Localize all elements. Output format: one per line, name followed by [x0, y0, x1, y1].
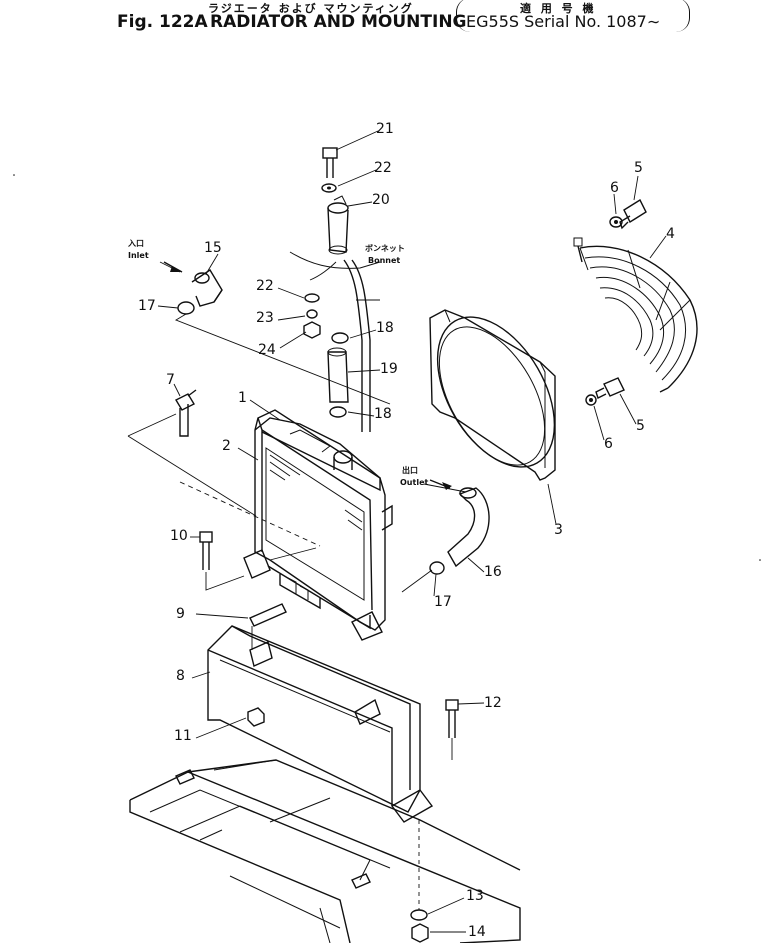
outlet-hose	[447, 487, 490, 568]
callout-7: 7	[166, 372, 175, 388]
callout-5: 5	[636, 418, 645, 434]
fan-shroud	[429, 309, 556, 481]
mounting-frame	[207, 625, 434, 823]
callout-12: 12	[484, 695, 502, 711]
callout-24: 24	[258, 342, 276, 358]
callout-21: 21	[376, 121, 394, 137]
figure-number: Fig. 122A	[117, 12, 208, 32]
fan-guard	[573, 237, 698, 393]
clamp-17-upper	[177, 301, 195, 315]
bonnet-label-en: Bonnet	[368, 256, 401, 265]
callout-22: 22	[374, 160, 392, 176]
outlet-label-jp: 出口	[402, 466, 418, 475]
bonnet-label-jp: ボンネット	[365, 244, 405, 253]
callout-16: 16	[484, 564, 502, 580]
serial-japanese: 適 用 号 機	[520, 2, 597, 15]
bolt-5-lower	[595, 377, 625, 399]
callout-10: 10	[170, 528, 188, 544]
base-frame	[129, 759, 521, 943]
nut-24	[303, 321, 321, 339]
bracket-9	[249, 603, 287, 627]
outlet-label-en: Outlet	[400, 478, 429, 487]
callout-13: 13	[466, 888, 484, 904]
callout-6: 6	[610, 180, 619, 196]
callout-4: 4	[666, 226, 675, 242]
callout-17: 17	[434, 594, 452, 610]
radiator-core	[243, 409, 393, 641]
callout-17: 17	[138, 298, 156, 314]
hose-19	[327, 351, 349, 403]
washer-6-lower	[585, 394, 597, 406]
bonnet-edge	[289, 251, 381, 269]
overflow-tube	[343, 259, 371, 432]
washer-23	[306, 309, 318, 319]
callout-6: 6	[604, 436, 613, 452]
clamp-18-upper	[331, 332, 349, 344]
callout-3: 3	[554, 522, 563, 538]
callout-15: 15	[204, 240, 222, 256]
washer-22-lower	[304, 293, 320, 303]
clamp-17-lower	[429, 561, 445, 575]
serial-number: EG55S Serial No. 1087∼	[466, 12, 661, 31]
callout-2: 2	[222, 438, 231, 454]
callout-5: 5	[634, 160, 643, 176]
callout-18: 18	[374, 406, 392, 422]
callout-9: 9	[176, 606, 185, 622]
callout-8: 8	[176, 668, 185, 684]
clamp-18-lower	[329, 406, 347, 418]
callout-14: 14	[468, 924, 486, 940]
bolt-12	[445, 699, 459, 738]
callout-23: 23	[256, 310, 274, 326]
title-japanese: ラジエータ および マウンティング	[208, 2, 414, 15]
drain-cock	[175, 389, 197, 437]
callout-18: 18	[376, 320, 394, 336]
callout-19: 19	[380, 361, 398, 377]
bolt-21	[322, 147, 338, 178]
callout-22: 22	[256, 278, 274, 294]
washer-6-upper	[609, 216, 623, 228]
callout-11: 11	[174, 728, 192, 744]
washer-22-upper	[321, 183, 337, 193]
leader-lines	[127, 130, 667, 933]
outlet-arrow	[442, 482, 452, 490]
inlet-label-jp: 入口	[128, 239, 144, 248]
nut-14	[411, 923, 429, 943]
callout-20: 20	[372, 192, 390, 208]
bolt-10	[199, 531, 213, 570]
page-title: RADIATOR AND MOUNTING	[210, 12, 467, 32]
serial-bracket	[456, 0, 690, 32]
bolt-5-upper	[619, 198, 647, 230]
inlet-hose	[191, 269, 223, 307]
nut-11	[247, 707, 265, 727]
washer-13	[410, 909, 428, 921]
overflow-tank-neck	[327, 195, 349, 255]
callout-1: 1	[238, 390, 247, 406]
inlet-label-en: Inlet	[128, 251, 149, 260]
